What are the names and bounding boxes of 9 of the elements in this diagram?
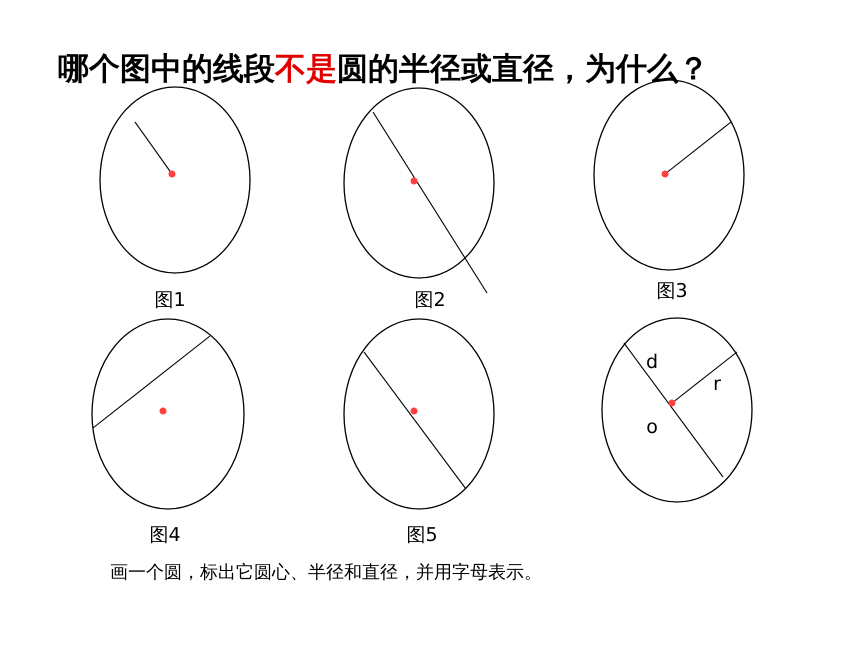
figure-label: 图1	[154, 288, 186, 313]
letter-label: d	[646, 351, 658, 373]
letter-label: r	[713, 373, 721, 395]
figure-label: 图2	[414, 288, 446, 313]
figure-label: 图3	[656, 279, 688, 304]
figure-label: 图5	[406, 523, 438, 548]
figure-label: 图4	[149, 523, 181, 548]
instruction-text: 画一个圆，标出它圆心、半径和直径，并用字母表示。	[110, 561, 542, 584]
letter-label: o	[646, 416, 658, 438]
